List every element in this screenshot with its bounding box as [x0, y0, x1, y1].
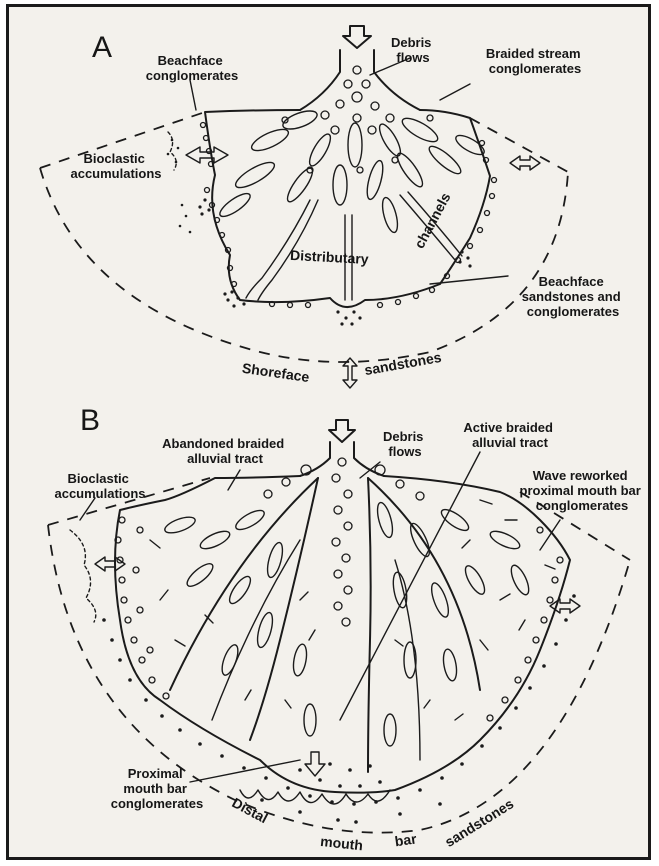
panel-a-label-beachface-sandstones: Beachface sandstones and conglomerates — [522, 274, 625, 319]
panel-a-label-bioclastic: Bioclastic accumulations — [70, 151, 161, 181]
panel-b-bedding-marks — [150, 500, 555, 720]
panel-b-label-wave-reworked: Wave reworked proximal mouth bar conglom… — [520, 468, 645, 513]
panel-a-label-channels: channels — [411, 190, 454, 251]
panel-b-leader-active — [340, 452, 480, 720]
panel-a-dashed-arc — [40, 168, 568, 362]
panel-b-active-edge — [368, 478, 480, 690]
panel-a-label-beachface-conglomerates: Beachface conglomerates — [146, 53, 238, 83]
panel-b-leader-bioclastic — [80, 498, 95, 520]
panel-b-label-debris-flows: Debris flows — [383, 429, 427, 459]
panel-a-label-shoreface: Shoreface — [241, 360, 310, 385]
panel-b-longshore-arrow-left — [95, 557, 125, 571]
panel-b-downflow-arrow — [305, 752, 325, 776]
panel-b-feeder-left — [300, 442, 330, 476]
panel-b-inner-channel-left — [212, 540, 300, 720]
panel-b-bioclastic-marks — [70, 530, 96, 622]
panel-b-central-pebbles — [264, 458, 424, 626]
panel-b-fan-outline — [115, 476, 570, 793]
panel-b-tract-boundary-left — [250, 478, 318, 740]
panel-a-inflow-arrow — [343, 26, 371, 48]
panel-b-letter: B — [80, 404, 100, 437]
panel-a-feeder-left — [300, 50, 340, 110]
panel-a-leader-braided — [440, 84, 470, 100]
panel-b-leader-abandoned — [228, 470, 240, 490]
panel-a-leader-beachface — [190, 80, 196, 110]
panel-b-label-bar: bar — [394, 830, 418, 849]
panel-a-label-sandstones: sandstones — [363, 349, 443, 378]
panel-b-abandoned-edge — [170, 478, 318, 690]
panel-a-label-braided-stream: Braided stream conglomerates — [486, 46, 584, 76]
panel-a-label-debris-flows: Debris flows — [391, 35, 435, 65]
panel-a-label-distributary: Distributary — [290, 247, 370, 267]
panel-a-pebbles — [282, 66, 433, 173]
panel-b-label-distal: Distal — [229, 794, 270, 826]
panel-b-pebble-rim — [115, 517, 563, 721]
panel-a-bioclastic-marks — [168, 132, 176, 170]
panel-b-label-active: Active braided alluvial tract — [463, 420, 556, 450]
panel-a-letter: A — [92, 31, 112, 64]
panel-b-label-sandstones: sandstones — [442, 795, 517, 850]
panel-a-longshore-arrow-right — [510, 156, 540, 170]
panel-b: B — [48, 404, 644, 853]
panel-a: A — [40, 26, 624, 388]
panel-b-label-abandoned: Abandoned braided alluvial tract — [162, 436, 288, 466]
panel-b-label-mouth: mouth — [320, 833, 364, 853]
panel-b-label-proximal: Proximal mouth bar conglomerates — [111, 766, 203, 811]
panel-a-dashed-edge-right — [470, 118, 568, 172]
panel-b-label-bioclastic: Bioclastic accumulations — [54, 471, 145, 501]
panel-b-tract-boundary-right — [368, 478, 371, 772]
panel-b-inflow-arrow — [329, 420, 355, 442]
panel-b-lenses — [163, 501, 532, 746]
